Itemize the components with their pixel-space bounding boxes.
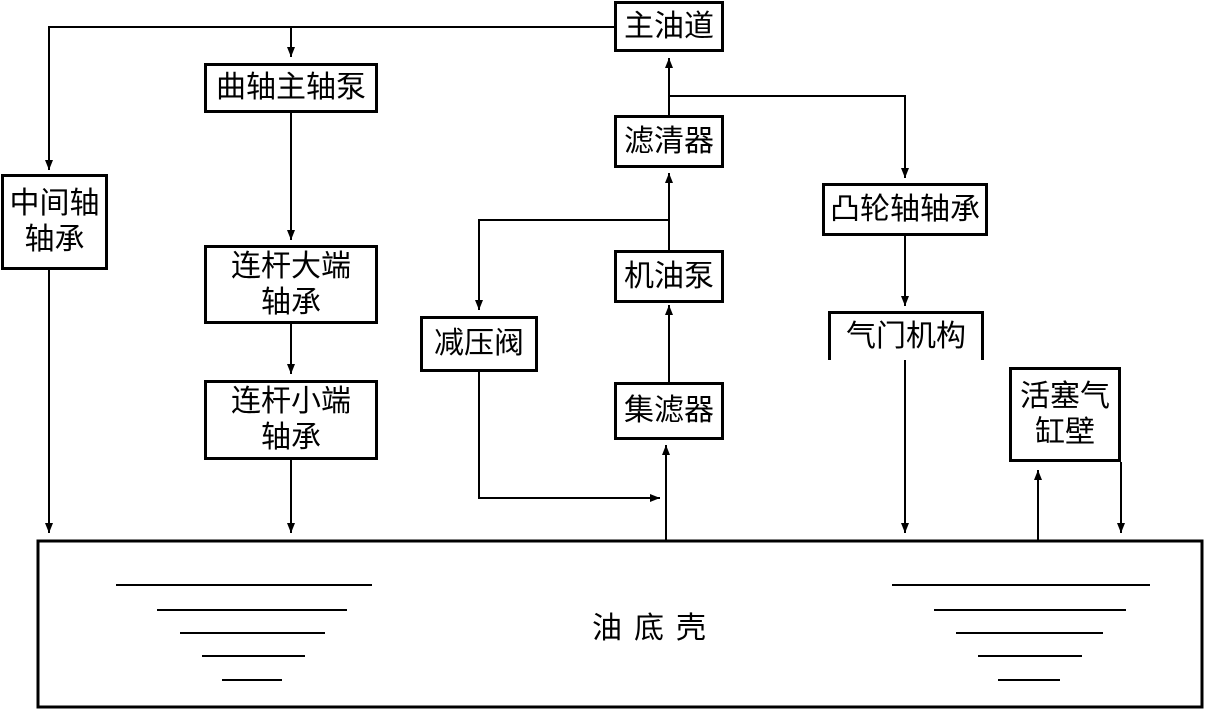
- oil-pump-box: 机油泵: [614, 250, 724, 303]
- gallery-to-intermediate-line: [45, 26, 614, 170]
- intermediate-bearing-box: 中间轴 轴承: [1, 174, 108, 270]
- conrod-small-end-box: 连杆小端 轴承: [204, 380, 378, 460]
- relief-valve-box: 减压阀: [420, 316, 538, 372]
- conrod-big-end-box: 连杆大端 轴承: [204, 245, 378, 324]
- oil-sump-outline: [36, 539, 1204, 709]
- piston-cylinder-box: 活塞气 缸壁: [1009, 367, 1121, 462]
- valve-train-box: 气门机构: [828, 311, 984, 360]
- cam-bearing-box: 凸轮轴轴承: [822, 183, 988, 236]
- strainer-box: 集滤器: [614, 382, 724, 440]
- main-gallery-box: 主油道: [614, 1, 724, 52]
- pump-to-relief-line: [475, 219, 669, 310]
- oil-filter-box: 滤清器: [614, 115, 724, 168]
- filter-to-cam-line: [669, 95, 909, 178]
- relief-to-strainer-line: [478, 372, 660, 502]
- crank-main-bearing-box: 曲轴主轴泵: [204, 63, 378, 113]
- oil-sump-label: 油底壳: [592, 611, 718, 646]
